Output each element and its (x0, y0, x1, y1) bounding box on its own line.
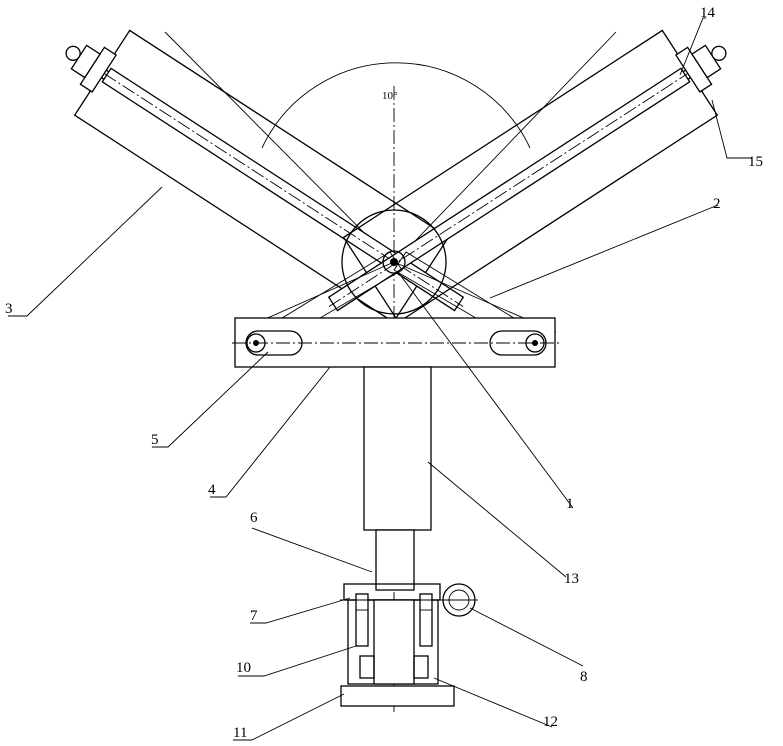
part-label-6: 6 (250, 510, 258, 526)
part-label-1: 1 (566, 496, 574, 512)
foot-plate (341, 686, 454, 706)
part-label-10: 10 (236, 660, 251, 676)
base-housing (340, 584, 478, 684)
part-label-14: 14 (700, 5, 716, 21)
part-label-15: 15 (748, 154, 763, 170)
right-roller (302, 8, 753, 350)
part-label-3: 3 (5, 301, 13, 317)
part-label-4: 4 (208, 482, 216, 498)
cross-bar (235, 318, 555, 367)
part-label-11: 11 (233, 725, 247, 741)
left-roller (39, 8, 490, 350)
part-label-8: 8 (580, 669, 588, 685)
part-label-12: 12 (543, 714, 558, 730)
part-label-2: 2 (713, 196, 721, 212)
construction-line-left (165, 32, 394, 263)
part-label-5: 5 (151, 432, 159, 448)
support-column (364, 367, 431, 530)
part-label-13: 13 (564, 571, 579, 587)
swing-arc (262, 63, 530, 148)
angle-label: 10° (382, 90, 397, 102)
shaft (376, 530, 414, 590)
part-label-7: 7 (250, 608, 258, 624)
